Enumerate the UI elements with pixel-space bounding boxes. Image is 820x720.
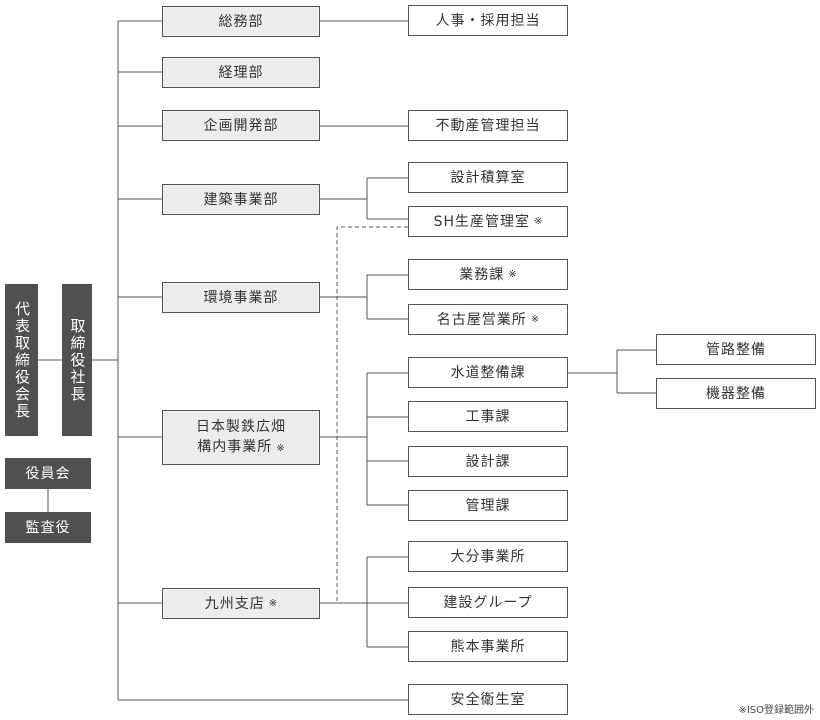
auditor-box: 監査役 <box>5 512 91 543</box>
section-construction-work: 工事課 <box>408 401 568 432</box>
iso-mark: ※ <box>534 215 543 227</box>
section-design: 設計課 <box>408 446 568 477</box>
chairman-box: 代表取締役会長 <box>5 284 38 436</box>
dept-nippon-steel: 日本製鉄広畑 構内事業所※ <box>162 410 320 465</box>
president-box: 取締役社長 <box>62 284 92 436</box>
iso-mark: ※ <box>530 313 540 325</box>
iso-mark: ※ <box>508 268 517 280</box>
section-management: 管理課 <box>408 490 568 521</box>
iso-mark: ※ <box>268 597 278 609</box>
section-sh-production: SH生産管理室※ <box>408 206 568 237</box>
section-waterworks: 水道整備課 <box>408 357 568 388</box>
dept-construction: 建築事業部 <box>162 184 320 215</box>
dept-accounting: 経理部 <box>162 57 320 88</box>
section-business: 業務課※ <box>408 259 568 290</box>
president-label: 取締役社長 <box>68 317 87 403</box>
board-label: 役員会 <box>25 465 71 482</box>
chairman-label: 代表取締役会長 <box>13 300 31 420</box>
dept-general-affairs: 総務部 <box>162 6 320 37</box>
section-nagoya: 名古屋営業所※ <box>408 304 568 335</box>
iso-mark: ※ <box>276 442 285 454</box>
section-oita: 大分事業所 <box>408 541 568 572</box>
section-safety: 安全衛生室 <box>408 684 568 715</box>
board-box: 役員会 <box>5 458 91 489</box>
footnote: ※ISO登録範囲外 <box>738 705 814 716</box>
section-design-estimate: 設計積算室 <box>408 162 568 193</box>
section-real-estate: 不動産管理担当 <box>408 110 568 141</box>
dept-environment: 環境事業部 <box>162 282 320 313</box>
section-kumamoto: 熊本事業所 <box>408 631 568 662</box>
section-hr: 人事・採用担当 <box>408 5 568 36</box>
dept-kyushu: 九州支店※ <box>162 588 320 619</box>
unit-equipment: 機器整備 <box>656 378 816 409</box>
unit-pipeline: 管路整備 <box>656 334 816 365</box>
section-construction-group: 建設グループ <box>408 587 568 618</box>
dept-planning: 企画開発部 <box>162 110 320 141</box>
auditor-label: 監査役 <box>25 519 71 536</box>
